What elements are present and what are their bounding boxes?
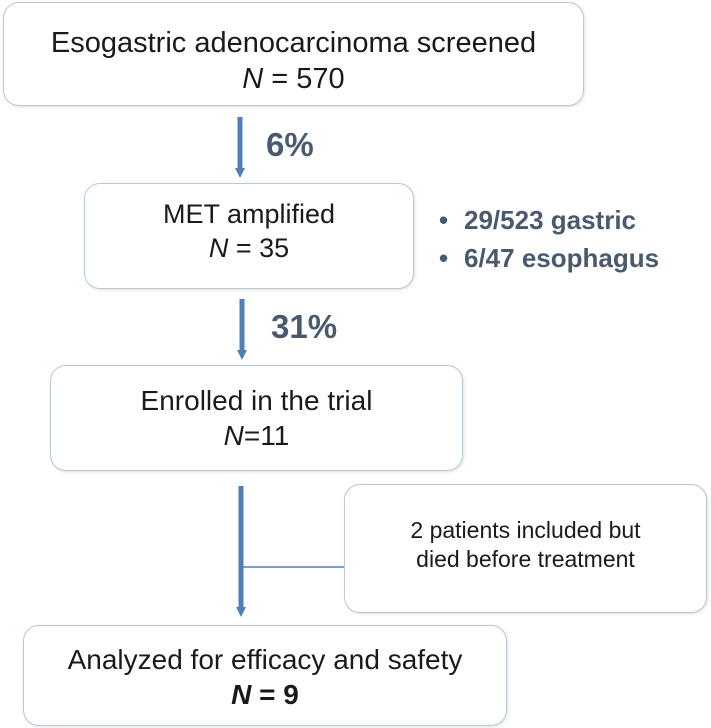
breakdown-gastric-label: 29/523 gastric xyxy=(464,205,637,235)
enrolled-box: Enrolled in the trial N=11 xyxy=(50,365,463,471)
analyzed-title: Analyzed for efficacy and safety xyxy=(67,644,463,675)
screened-count-value: = 570 xyxy=(263,63,345,96)
amplified-count: N = 35 xyxy=(85,232,413,266)
n-symbol: N xyxy=(208,232,229,263)
n-symbol: N xyxy=(231,679,252,710)
n-symbol: N xyxy=(223,420,244,451)
breakdown-item-gastric: • 29/523 gastric xyxy=(439,201,659,239)
bullet-icon: • xyxy=(439,205,449,235)
screened-count: N = 570 xyxy=(4,61,583,97)
amplified-title: MET amplified xyxy=(162,199,336,229)
enrolled-count: N=11 xyxy=(51,418,462,453)
amplified-to-enrolled-percent: 31% xyxy=(271,308,338,345)
breakdown-item-esophagus: • 6/47 esophagus xyxy=(439,239,659,277)
screened-to-amplified-percent: 6% xyxy=(266,126,314,163)
excluded-line-1: 2 patients included but xyxy=(410,517,641,543)
screened-title: Esogastric adenocarcinoma screened xyxy=(50,27,537,59)
enrolled-count-value: =11 xyxy=(243,420,290,451)
screened-box: Esogastric adenocarcinoma screened N = 5… xyxy=(3,2,584,106)
analyzed-count: N = 9 xyxy=(24,677,506,712)
amplified-count-value: = 35 xyxy=(228,232,290,263)
n-symbol: N xyxy=(242,63,264,96)
amplified-breakdown-list: • 29/523 gastric • 6/47 esophagus xyxy=(439,201,659,277)
bullet-icon: • xyxy=(439,243,449,273)
analyzed-box: Analyzed for efficacy and safety N = 9 xyxy=(23,625,507,726)
excluded-line-2: died before treatment xyxy=(416,545,635,572)
excluded-box: 2 patients included but died before trea… xyxy=(344,484,707,613)
amplified-box: MET amplified N = 35 xyxy=(84,183,414,289)
analyzed-count-value: = 9 xyxy=(251,679,299,710)
breakdown-esophagus-label: 6/47 esophagus xyxy=(464,243,660,273)
enrolled-title: Enrolled in the trial xyxy=(140,385,373,416)
